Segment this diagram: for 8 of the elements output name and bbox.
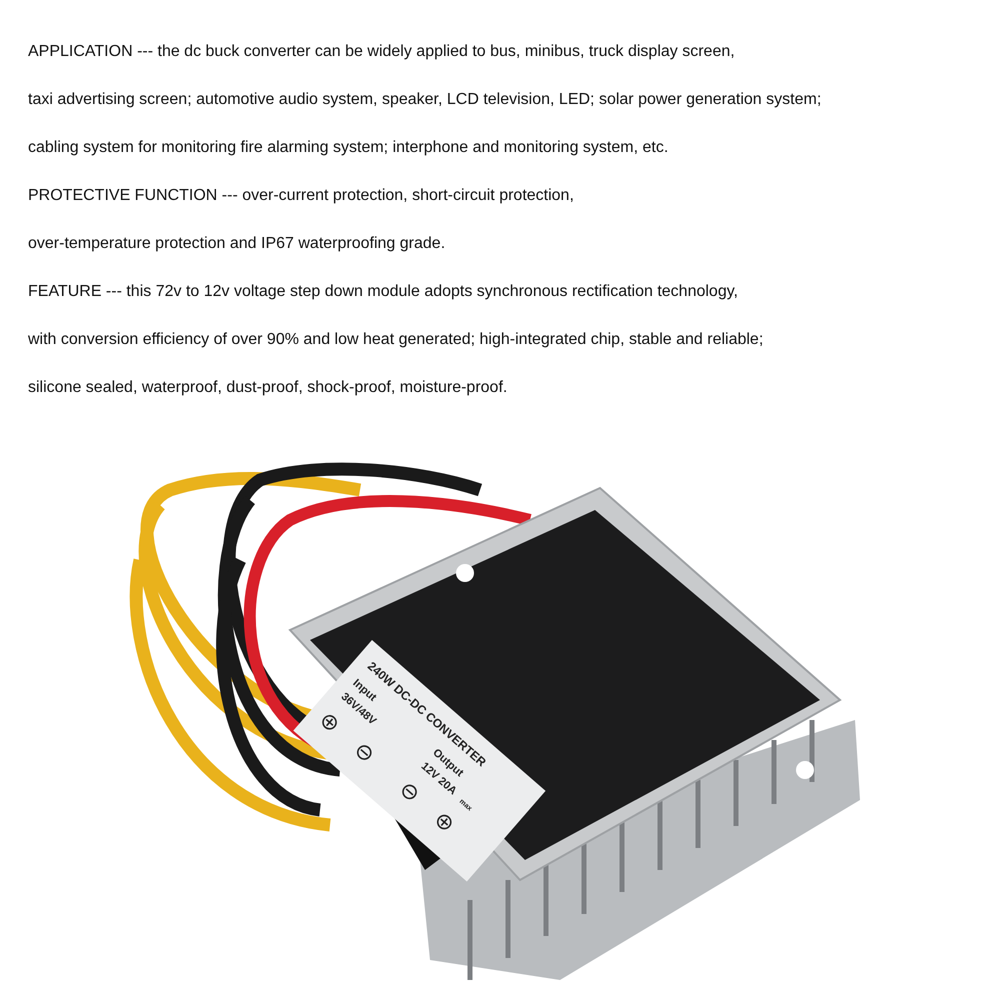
description-text: with conversion efficiency of over 90% and low heat generated; high-integrated chip, stable and reliable; bbox=[28, 330, 764, 350]
description-text: taxi advertising screen; automotive audio system, speaker, LCD television, LED; solar power generation system; bbox=[28, 90, 822, 110]
description-text: APPLICATION --- the dc buck converter can be widely applied to bus, minibus, truck display screen, bbox=[28, 42, 735, 62]
description-text: PROTECTIVE FUNCTION --- over-current protection, short-circuit protection, bbox=[28, 186, 574, 206]
description-text: cabling system for monitoring fire alarming system; interphone and monitoring system, etc. bbox=[28, 138, 668, 158]
description-text: silicone sealed, waterproof, dust-proof, shock-proof, moisture-proof. bbox=[28, 378, 508, 398]
description-text: over-temperature protection and IP67 waterproofing grade. bbox=[28, 234, 446, 254]
description-text: FEATURE --- this 72v to 12v voltage step down module adopts synchronous rectification technology, bbox=[28, 282, 738, 302]
